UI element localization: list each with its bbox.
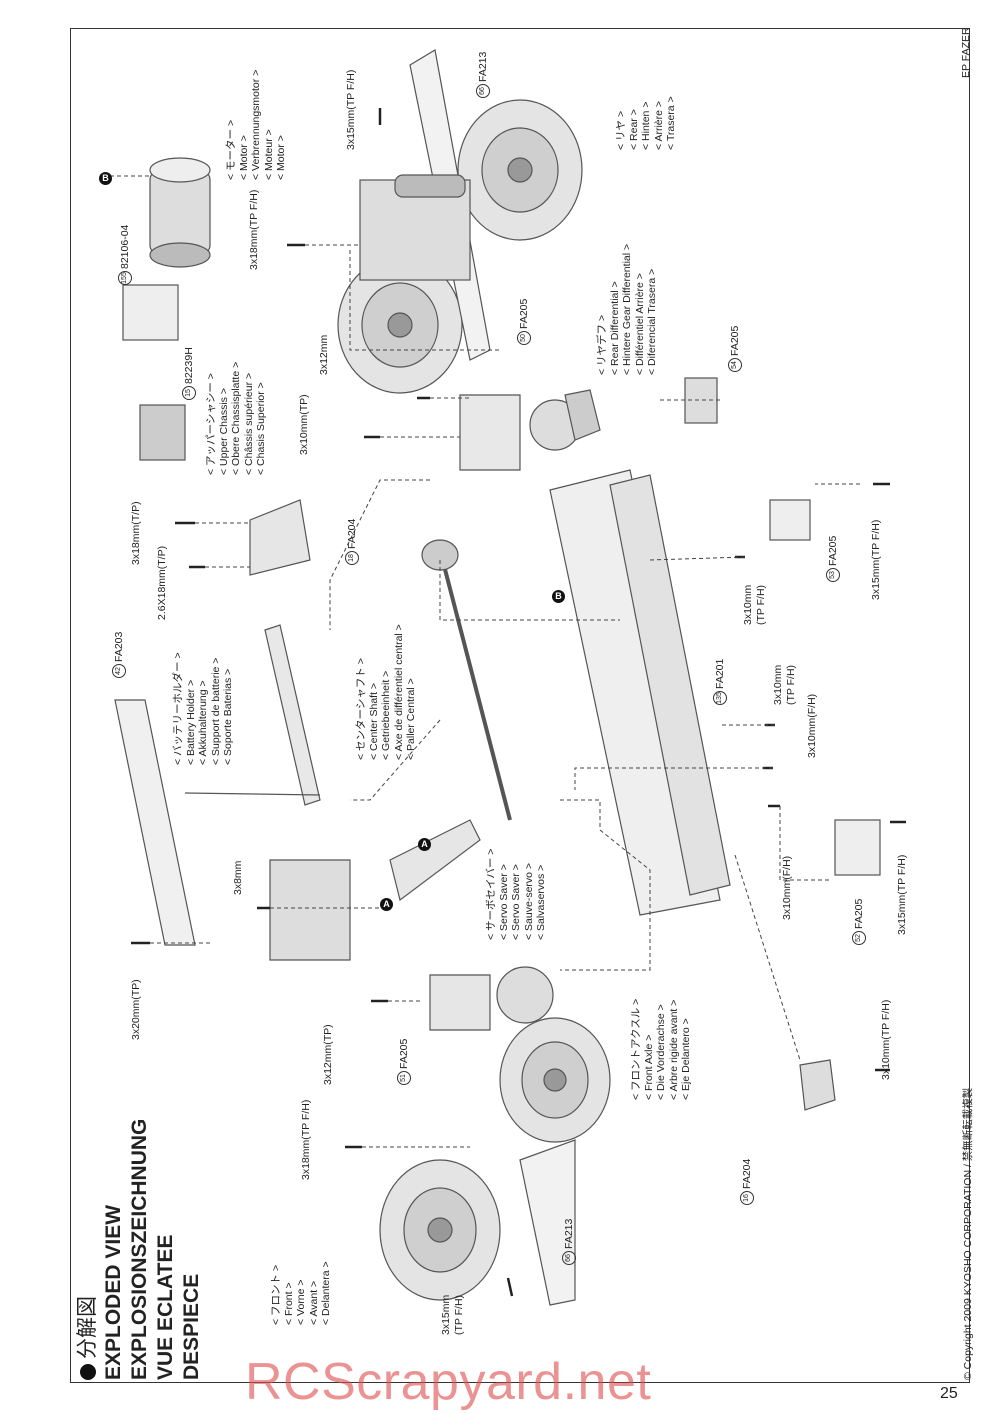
page-number: 25 bbox=[940, 1385, 958, 1402]
front-partno: 66FA213 bbox=[562, 1219, 576, 1265]
title-de: EXPLOSIONSZEICHNUNG bbox=[128, 1118, 151, 1380]
part52-partno: 52FA205 bbox=[852, 899, 866, 945]
battery-holder-partno: 42FA203 bbox=[112, 632, 126, 678]
screw-label: 3x18mm(T/P) bbox=[130, 501, 142, 565]
front-label: < フロント >< Front >< Vorne >< Avant >< Del… bbox=[270, 1261, 332, 1325]
title-en: EXPLODED VIEW bbox=[102, 1204, 125, 1380]
screw-label: 3x15mm(TP F/H) bbox=[896, 854, 908, 935]
esc-block bbox=[122, 284, 179, 341]
screw-label: 3x12mm(TP) bbox=[322, 1024, 334, 1085]
part51-partno: 51FA205 bbox=[397, 1039, 411, 1085]
screw-label: 3x15mm(TP F/H) bbox=[345, 69, 357, 150]
screw-label: 3x12mm bbox=[318, 334, 330, 375]
title-ja: 分解図 bbox=[76, 1296, 99, 1359]
watermark: RCScrapyard.net bbox=[245, 1353, 652, 1411]
title-es: DESPIECE bbox=[180, 1273, 203, 1380]
front-wheel-top bbox=[499, 1017, 611, 1143]
marker-b: B bbox=[99, 172, 112, 185]
servo-saver-label: < サーボセイバー >< Servo Saver >< Servo Saver … bbox=[485, 848, 547, 940]
main-chassis-drawing bbox=[549, 469, 731, 916]
bullet-icon bbox=[80, 1364, 97, 1380]
part54-partno: 54FA205 bbox=[728, 326, 742, 372]
part53-partno: 53FA205 bbox=[826, 536, 840, 582]
rear-wheel-top bbox=[457, 99, 583, 241]
screw-label: 3x10mm(TP F/H) bbox=[880, 999, 892, 1080]
part18-partno: 18FA204 bbox=[345, 519, 359, 565]
marker-a: A bbox=[380, 898, 393, 911]
rear-wheel-bottom bbox=[337, 256, 463, 394]
center-shaft-label: < センターシャフト >< Center Shaft >< Getriebeei… bbox=[355, 624, 417, 760]
marker-b: B bbox=[552, 590, 565, 603]
chassis-partno: 135FA201 bbox=[713, 658, 727, 705]
screw-label: 3x18mm(TP F/H) bbox=[248, 189, 260, 270]
battery-holder-label: < バッテリーホルダー >< Battery Holder >< Akkuhal… bbox=[172, 652, 234, 765]
marker-a: A bbox=[418, 838, 431, 851]
rear-diff-partno: 50FA205 bbox=[517, 299, 531, 345]
rear-diff-label: < リヤデフ >< Rear Differential >< Hintere G… bbox=[596, 243, 658, 375]
motor-partno: 15582106-04 bbox=[118, 224, 132, 285]
screw-label: 3x18mm(TP F/H) bbox=[300, 1099, 312, 1180]
front-axle-label: < フロントアクスル >< Front Axle >< Die Vorderac… bbox=[630, 998, 692, 1100]
rear-partno: 66FA213 bbox=[476, 52, 490, 98]
motor-label: < モーター >< Motor >< Verbrennungsmotor >< … bbox=[225, 69, 287, 180]
screw-label: 3x8mm bbox=[232, 860, 244, 895]
upper-chassis-label: < アッパーシャシー >< Upper Chassis >< Obere Cha… bbox=[205, 361, 267, 475]
page-title: 分解図 EXPLODED VIEW EXPLOSIONSZEICHNUNG VU… bbox=[75, 1119, 205, 1380]
screw-label: 3x10mm(F/H) bbox=[781, 855, 793, 920]
copyright: © Copyright 2009 KYOSHO CORPORATION / 禁無… bbox=[962, 1087, 974, 1380]
part16-partno: 16FA204 bbox=[740, 1159, 754, 1205]
screw-label: 3x20mm(TP) bbox=[130, 979, 142, 1040]
screw-label: 3x15mm(TP F/H) bbox=[870, 519, 882, 600]
screw-label: 3x10mm(TP F/H) bbox=[772, 664, 797, 705]
motor-drawing bbox=[149, 157, 211, 268]
screw-label: 3x10mm(F/H) bbox=[806, 693, 818, 758]
title-fr: VUE ECLATEE bbox=[154, 1234, 177, 1380]
screw-label: 2.6X18mm(T/P) bbox=[156, 545, 168, 620]
screw-label: 3x10mm(TP F/H) bbox=[742, 584, 767, 625]
upper-chassis-partno: 1582239H bbox=[182, 347, 196, 400]
screw-label: 3x15mm(TP F/H) bbox=[440, 1294, 465, 1335]
front-wheel-bottom bbox=[379, 1159, 501, 1301]
rear-label: < リヤ >< Rear >< Hinten >< Arrière >< Tra… bbox=[615, 96, 677, 150]
page-frame bbox=[70, 28, 970, 1383]
model-name: EP FAZER bbox=[960, 27, 972, 78]
screw-label: 3x10mm(TP) bbox=[298, 394, 310, 455]
